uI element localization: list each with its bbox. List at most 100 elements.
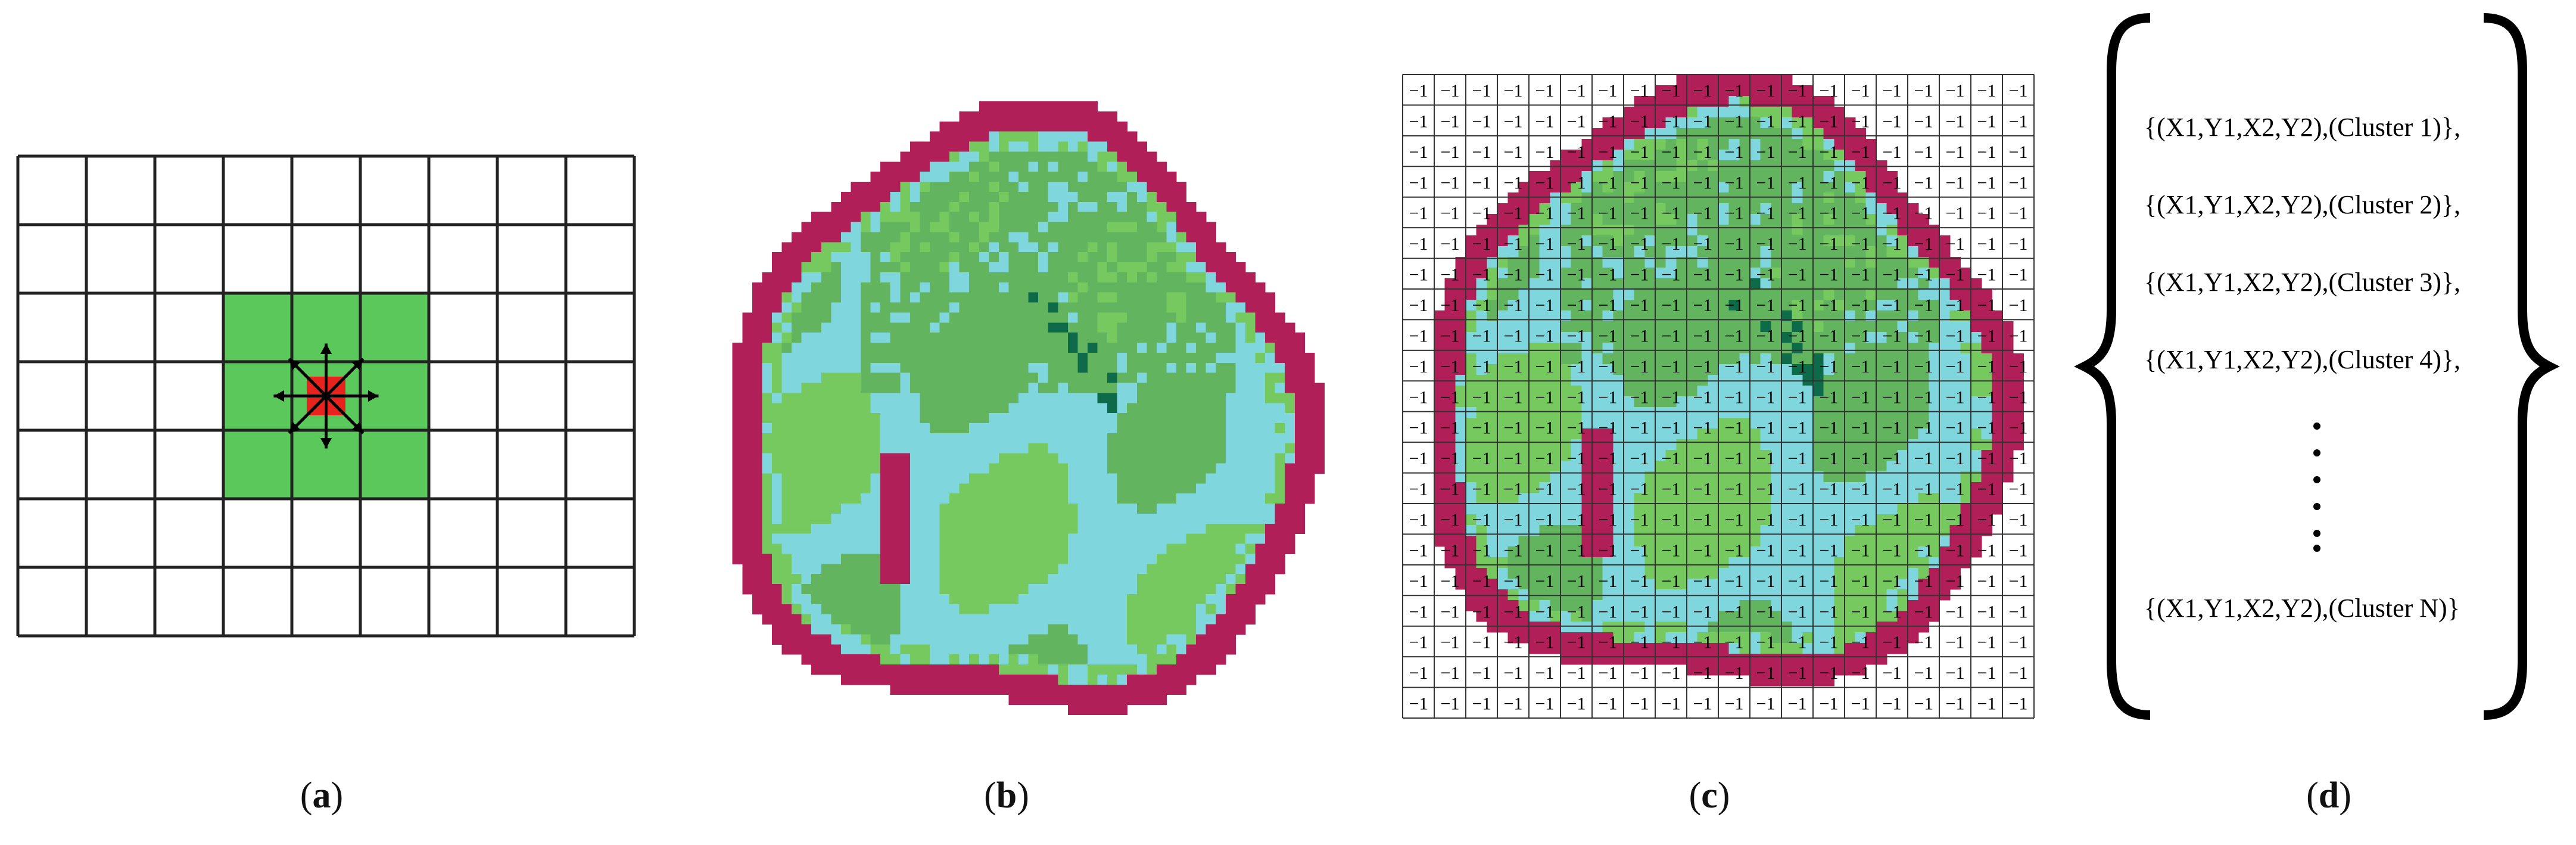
cell-value: −1 [1567,540,1586,560]
cell-value: −1 [1630,694,1649,714]
cell-value: −1 [1977,204,1996,223]
cell-value: −1 [1756,296,1776,315]
cell-value: −1 [1914,357,1933,377]
cell-value: −1 [1820,449,1839,468]
cell-value: −1 [1725,418,1744,438]
cell-value: −1 [1409,81,1428,101]
cell-value: −1 [1820,387,1839,407]
cell-value: −1 [1567,633,1586,653]
cell-value: −1 [1946,296,1965,315]
cell-value: −1 [1599,480,1618,499]
panel-a [0,0,655,845]
cell-value: −1 [1725,694,1744,714]
cell-value: −1 [1504,296,1523,315]
cell-value: −1 [1599,111,1618,131]
cell-value: −1 [1599,387,1618,407]
cell-value: −1 [1693,602,1712,622]
cell-value: −1 [1472,326,1491,346]
cell-value: −1 [1535,387,1555,407]
cell-value: −1 [2009,357,2028,377]
cell-value: −1 [1820,81,1839,101]
cell-value: −1 [1504,449,1523,468]
cell-value: −1 [1662,111,1681,131]
cell-value: −1 [1693,694,1712,714]
cell-value: −1 [1788,204,1807,223]
right-curly-brace [2483,13,2560,720]
grid-lines [16,154,636,638]
cell-value: −1 [1851,265,1870,285]
cell-value: −1 [1946,663,1965,683]
cell-value: −1 [1504,234,1523,254]
cell-value: −1 [1441,602,1460,622]
cell-value: −1 [1535,480,1555,499]
cell-value: −1 [1504,540,1523,560]
cell-value: −1 [1788,265,1807,285]
cell-value: −1 [1535,204,1555,223]
cell-value: −1 [1567,480,1586,499]
cell-value: −1 [1567,387,1586,407]
cell-value: −1 [1567,510,1586,530]
caption-a-letter: a [312,775,331,816]
cell-value: −1 [1472,540,1491,560]
cell-value: −1 [1977,418,1996,438]
cell-value: −1 [1662,234,1681,254]
cell-value: −1 [1662,663,1681,683]
cell-value: −1 [1504,326,1523,346]
cell-value: −1 [1630,357,1649,377]
cell-value: −1 [1725,571,1744,591]
cell-value: −1 [1977,480,1996,499]
cell-value: −1 [1851,357,1870,377]
cell-value: −1 [1441,480,1460,499]
cell-value: −1 [1504,173,1523,192]
caption-b-letter: b [996,775,1017,816]
cell-value: −1 [1693,449,1712,468]
cell-value: −1 [1599,81,1618,101]
panel-b [685,0,1352,775]
cell-value: −1 [1914,111,1933,131]
cell-value: −1 [1409,265,1428,285]
cell-value: −1 [1946,357,1965,377]
cell-value: −1 [1535,602,1555,622]
cell-value: −1 [1725,173,1744,192]
cell-value: −1 [1662,173,1681,192]
cell-value: −1 [1725,480,1744,499]
cell-value: −1 [1883,173,1902,192]
cell-value: −1 [1788,296,1807,315]
cell-value: −1 [1883,296,1902,315]
cell-value: −1 [1756,510,1776,530]
caption-d-letter: d [2318,775,2340,816]
cell-value: −1 [1504,663,1523,683]
cell-value: −1 [1820,296,1839,315]
cell-value: −1 [1409,694,1428,714]
cell-value: −1 [1630,234,1649,254]
cell-value: −1 [1504,111,1523,131]
cell-value: −1 [1756,234,1776,254]
cell-value: −1 [1693,326,1712,346]
cell-value: −1 [1756,265,1776,285]
cell-value: −1 [1946,204,1965,223]
cluster-set: {(X1,Y1,X2,Y2),(Cluster 1)}, {(X1,Y1,X2,… [2074,13,2560,720]
cell-value: −1 [1409,357,1428,377]
cell-value: −1 [1788,571,1807,591]
cell-value: −1 [1914,387,1933,407]
cell-value: −1 [1662,480,1681,499]
cell-value: −1 [1630,265,1649,285]
cell-value: −1 [1662,418,1681,438]
cell-value: −1 [1914,234,1933,254]
cell-value: −1 [1977,694,1996,714]
cell-value: −1 [1409,418,1428,438]
cell-value: −1 [2009,633,2028,653]
cell-value: −1 [1599,204,1618,223]
cell-value: −1 [1820,694,1839,714]
cell-value: −1 [1756,111,1776,131]
cell-value: −1 [1725,111,1744,131]
cell-value: −1 [1472,81,1491,101]
cell-value: −1 [1788,111,1807,131]
cell-value: −1 [1788,449,1807,468]
cell-value: −1 [1599,663,1618,683]
cell-value: −1 [1946,418,1965,438]
cell-value: −1 [1883,540,1902,560]
cell-value: −1 [1630,326,1649,346]
cell-value: −1 [1567,173,1586,192]
cell-value: −1 [1788,510,1807,530]
